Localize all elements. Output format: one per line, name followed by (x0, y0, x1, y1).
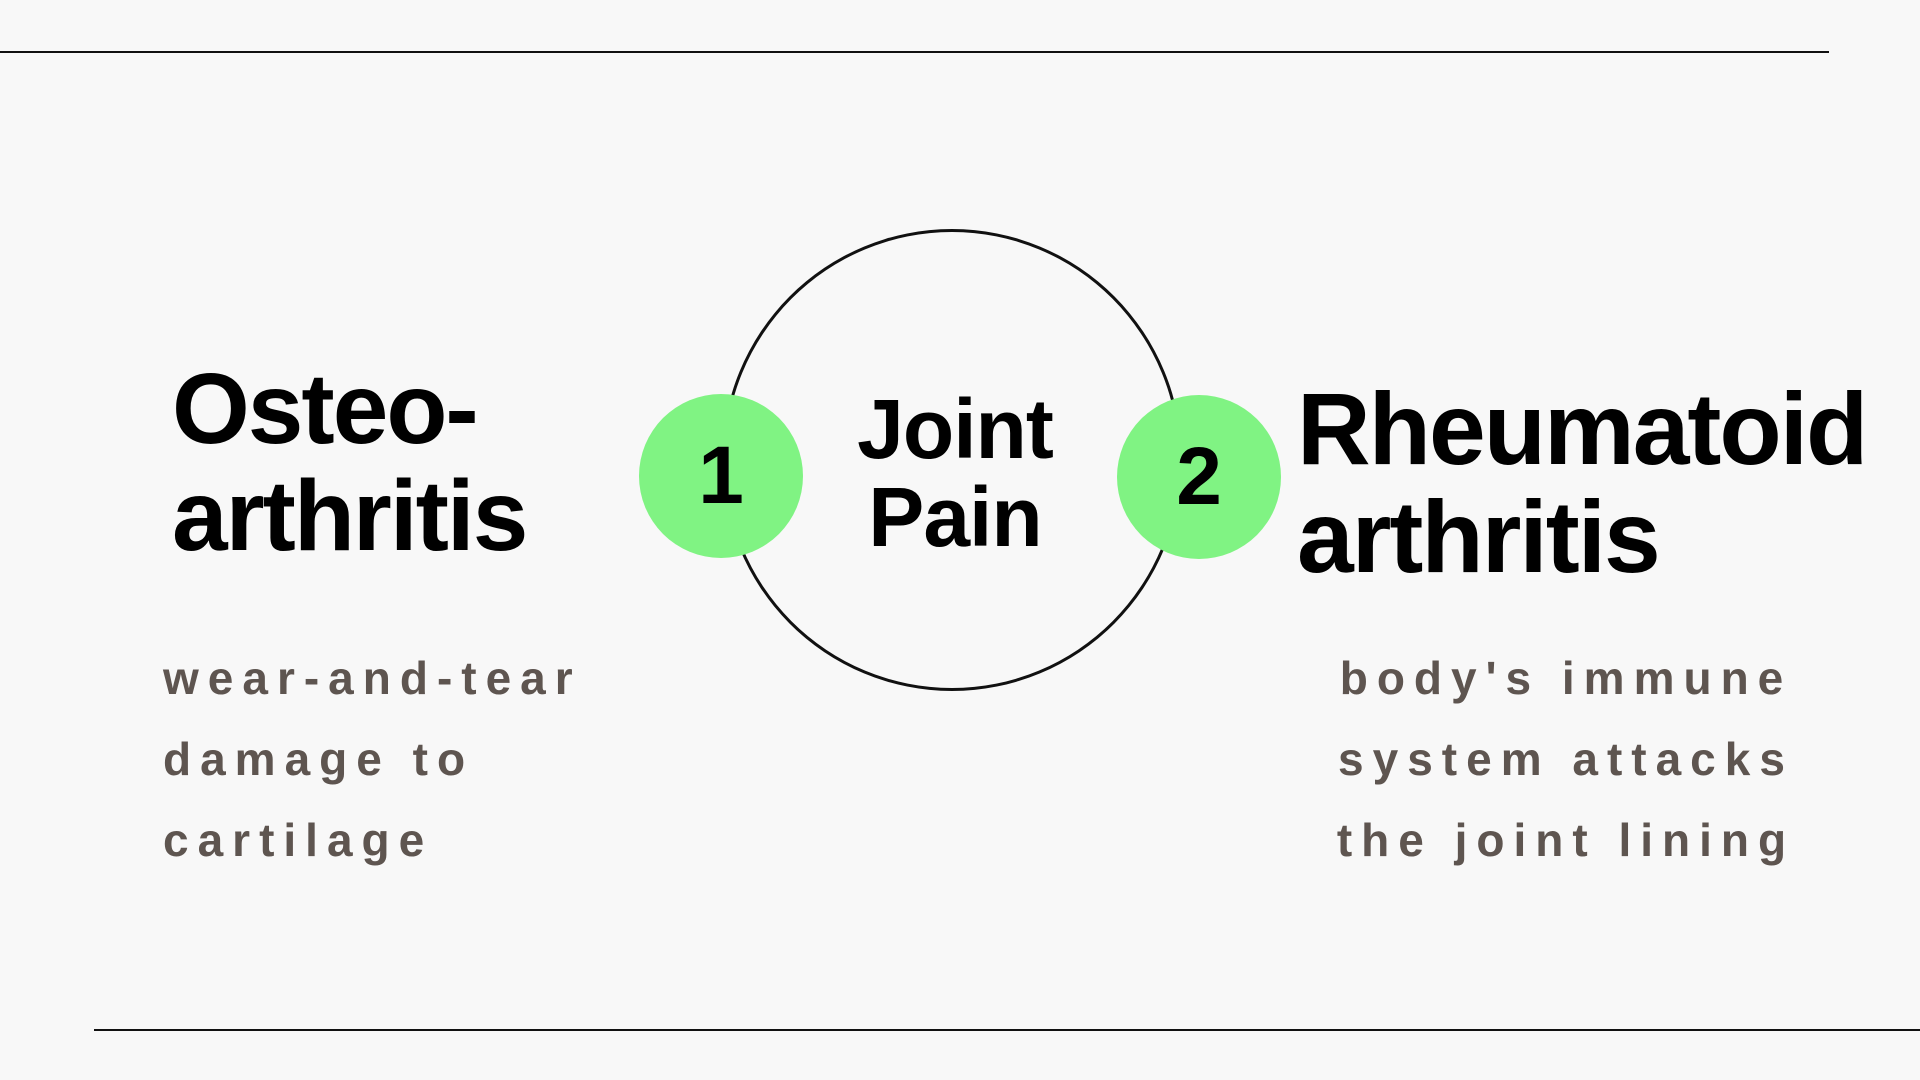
badge-2-number: 2 (1176, 431, 1222, 522)
top-divider-line (0, 51, 1829, 53)
desc-left-line-2: damage to (163, 733, 475, 785)
number-badge-2: 2 (1117, 395, 1281, 559)
number-badge-1: 1 (639, 394, 803, 558)
rheumatoid-arthritis-description: body's immune system attacks the joint l… (1310, 638, 1822, 881)
badge-1-number: 1 (698, 430, 744, 521)
heading-right-line-1: Rheumatoid (1297, 372, 1868, 486)
heading-left-line-2: arthritis (172, 460, 528, 572)
desc-left-line-3: cartilage (163, 814, 434, 866)
desc-right-line-2: system attacks (1338, 733, 1794, 785)
rheumatoid-arthritis-heading: Rheumatoid arthritis (1297, 372, 1868, 594)
desc-right-line-3: the joint lining (1336, 814, 1796, 866)
center-title: Joint Pain (805, 385, 1105, 561)
center-title-line-2: Pain (868, 470, 1042, 564)
osteoarthritis-heading: Osteo- arthritis (172, 353, 528, 572)
desc-left-line-1: wear-and-tear (163, 652, 582, 704)
osteoarthritis-description: wear-and-tear damage to cartilage (163, 638, 582, 881)
heading-left-line-1: Osteo- (172, 353, 479, 465)
desc-right-line-1: body's immune (1339, 652, 1793, 704)
bottom-divider-line (94, 1029, 1920, 1031)
center-title-line-1: Joint (857, 382, 1054, 476)
heading-right-line-2: arthritis (1297, 480, 1661, 594)
